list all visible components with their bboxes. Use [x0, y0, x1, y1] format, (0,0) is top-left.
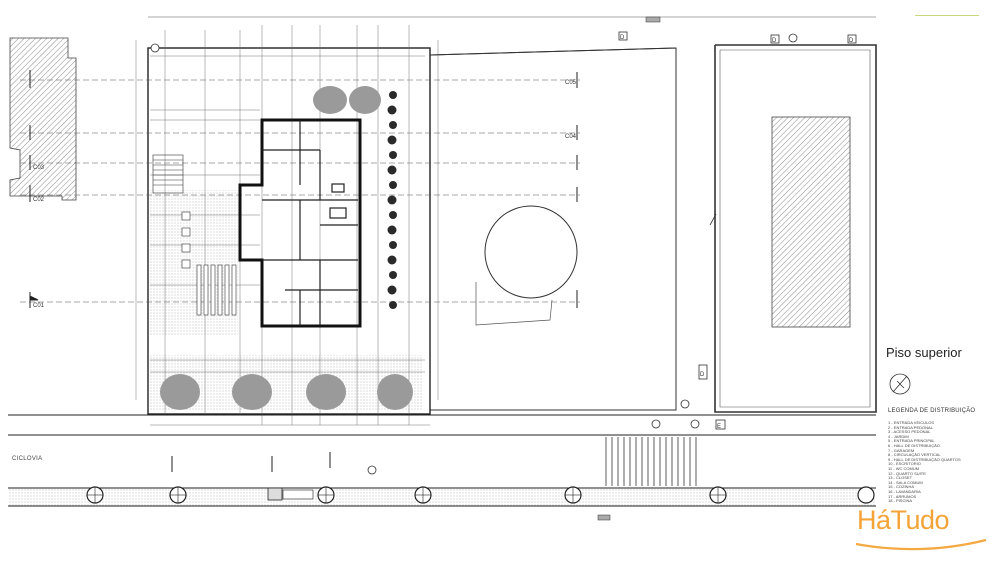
watermark-logo: HáTudo — [857, 505, 950, 535]
letter-tag: D — [849, 38, 854, 44]
legend-item: 17 - ARRUMOS — [888, 494, 917, 499]
section-mark: C02 — [33, 197, 45, 203]
legend-title: LEGENDA DE DISTRIBUIÇÃO — [888, 408, 976, 414]
letter-tag: D — [772, 38, 777, 44]
legend-list: 1 - ENTRADA VEICULOS 2 - ENTRADA PEDONAL… — [888, 421, 988, 504]
legend-item: 18 - PISCINA — [888, 499, 913, 504]
section-mark: C01 — [33, 303, 45, 309]
main-plot — [147, 47, 431, 415]
street-label: CICLOVIA — [12, 456, 43, 462]
legend-item: 7 - GARAGEM — [888, 448, 915, 453]
legend-item: 6 - HALL DE DISTRIBUIÇÃO — [888, 443, 940, 448]
section-mark: C04 — [565, 134, 577, 140]
roundabout — [484, 205, 578, 299]
legend-item: 16 - LAVANDARIA — [888, 489, 921, 494]
legend-item: 1 - ENTRADA VEICULOS — [888, 421, 935, 425]
legend-item: 10 - ESCRITORIO — [888, 462, 921, 467]
legend-item: 3 - ACESSO PEDONAL — [888, 430, 931, 435]
legend-item: 2 - ENTRADA PEDONAL — [888, 425, 933, 430]
section-mark: C05 — [565, 80, 577, 86]
north-arrow — [889, 373, 911, 395]
hedge-row — [387, 91, 397, 309]
letter-tag: D — [620, 35, 625, 41]
middle-plot-outline — [429, 47, 677, 411]
neighbor-building-left — [9, 37, 77, 201]
legend-item: 15 - COZINHA — [888, 485, 915, 490]
section-mark: C03 — [33, 165, 45, 171]
legend-item: 4 - JARDIM — [888, 434, 909, 439]
floor-label: Piso superior — [886, 345, 962, 360]
legend-item: 5 - ENTRADA PRINCIPAL — [888, 439, 935, 444]
neighbor-building-right — [771, 116, 851, 328]
watermark-swoosh — [855, 538, 987, 551]
accent-line — [915, 15, 979, 16]
legend-item: 8 - CIRCULAÇÃO VERTICAL — [888, 453, 941, 458]
letter-tag: E — [717, 424, 721, 430]
legend-item: 11 - WC COMUM — [888, 466, 920, 471]
legend-item: 13 - CLOSET — [888, 476, 913, 481]
legend-item: 9 - HALL DE DISTRIBUIÇÃO QUARTOS — [888, 457, 961, 462]
right-plot-outline — [714, 44, 877, 413]
legend-item: 12 - QUARTO SUITE — [888, 471, 926, 476]
legend-item: 14 - SALA COMUM — [888, 480, 923, 485]
letter-tag: D — [700, 372, 705, 378]
garden-trees — [160, 86, 413, 410]
